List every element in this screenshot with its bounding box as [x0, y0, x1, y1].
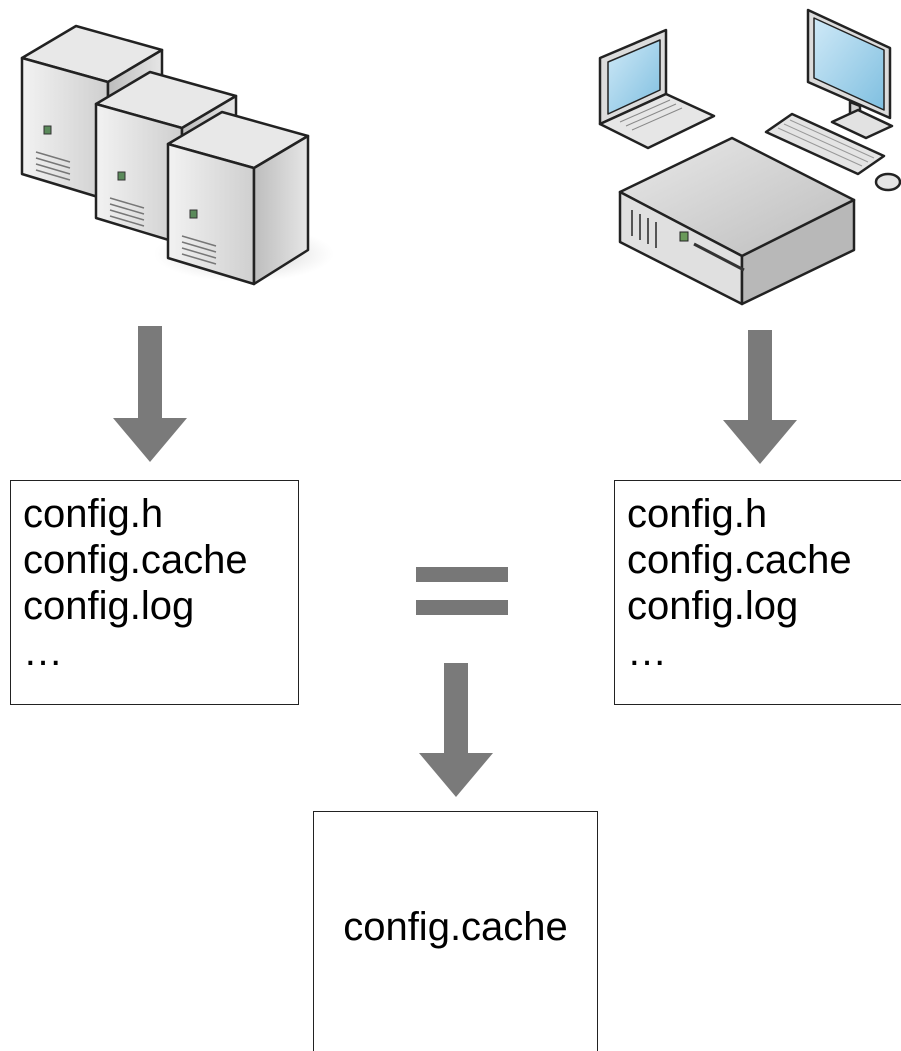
right-file-list: config.h config.cache config.log …: [614, 480, 901, 705]
left-file-list: config.h config.cache config.log …: [10, 480, 299, 705]
file-name: …: [23, 630, 63, 674]
file-name: config.log: [23, 584, 195, 628]
result-file-box: config.cache: [313, 811, 598, 1051]
file-name: config.h: [23, 492, 164, 536]
right-down-arrow: [723, 330, 797, 464]
file-name: config.cache: [23, 538, 248, 582]
center-down-arrow: [419, 663, 493, 797]
left-down-arrow: [113, 326, 187, 462]
equals-icon: [416, 567, 508, 615]
file-name: config.cache: [627, 538, 852, 582]
file-name: config.log: [627, 584, 799, 628]
result-file-name: config.cache: [343, 905, 568, 949]
file-name: …: [627, 630, 667, 674]
file-name: config.h: [627, 492, 768, 536]
workstation-icon: [596, 4, 901, 308]
server-cluster-icon: [14, 4, 334, 290]
